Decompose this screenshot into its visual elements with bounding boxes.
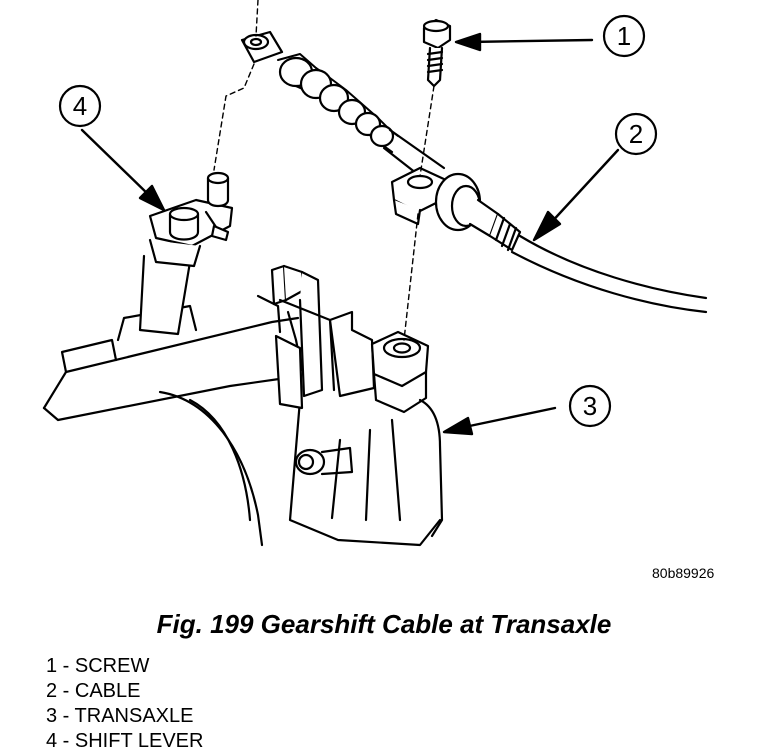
callout-1-number: 1 (617, 21, 631, 51)
figure-caption: Fig. 199 Gearshift Cable at Transaxle (156, 609, 612, 639)
callout-1: 1 (602, 14, 646, 58)
gearshift-cable (240, 30, 708, 314)
figure-reference-code: 80b89926 (652, 565, 715, 581)
legend-item-transaxle: 3 - TRANSAXLE (46, 705, 194, 727)
callout-arrows (80, 32, 620, 436)
callout-2-number: 2 (629, 119, 643, 149)
callout-4-number: 4 (73, 91, 87, 121)
callout-3: 3 (568, 384, 612, 428)
callout-4: 4 (58, 84, 102, 128)
shift-lever (138, 171, 234, 336)
legend-item-cable: 2 - CABLE (46, 680, 141, 702)
callout-2: 2 (614, 112, 658, 156)
legend-item-shift-lever: 4 - SHIFT LEVER (46, 730, 204, 752)
transaxle-housing (42, 304, 444, 547)
cable-bracket (256, 264, 430, 414)
alignment-guides (213, 0, 435, 341)
callout-3-number: 3 (583, 391, 597, 421)
gearshift-cable-illustration: 1 2 3 4 (42, 0, 708, 547)
parts-legend: 1 - SCREW 2 - CABLE 3 - TRANSAXLE 4 - SH… (46, 654, 203, 754)
screw (422, 18, 452, 88)
legend-item-screw: 1 - SCREW (46, 655, 150, 677)
